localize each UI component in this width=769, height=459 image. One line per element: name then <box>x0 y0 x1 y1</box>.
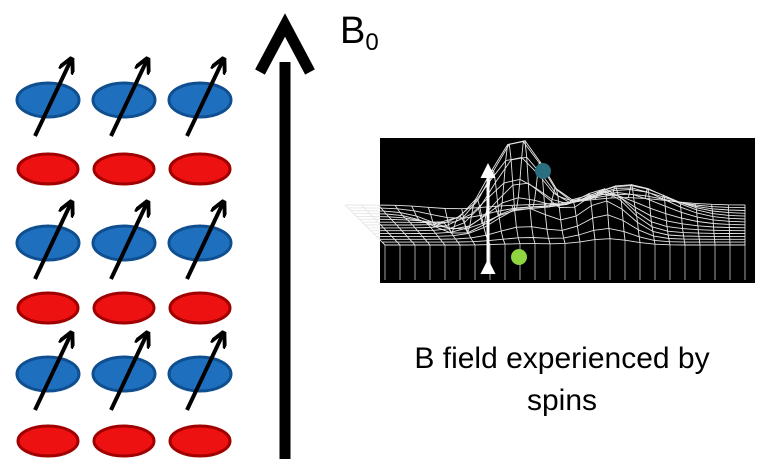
field-arrow-icon <box>255 13 315 459</box>
caption-line-2: spins <box>526 384 598 417</box>
spin-up-icon <box>91 60 157 137</box>
spin-marker-low <box>511 249 527 265</box>
spin-up-icon <box>15 334 81 411</box>
spin-up-icon <box>167 203 233 280</box>
spin-down-icon <box>168 424 232 458</box>
field-label-symbol: B <box>340 10 366 52</box>
spin-up-icon <box>15 60 81 137</box>
field-label: B0 <box>340 12 379 55</box>
spin-marker-high <box>535 163 551 179</box>
spin-down-icon <box>168 291 232 325</box>
caption-line-1: B field experienced by <box>414 342 710 375</box>
spin-down-icon <box>92 152 156 186</box>
field-landscape <box>344 138 755 283</box>
spin-up-icon <box>91 203 157 280</box>
spin-lattice <box>15 60 233 458</box>
landscape-mesh <box>344 140 746 280</box>
spin-down-icon <box>92 424 156 458</box>
spin-down-icon <box>92 291 156 325</box>
spin-down-icon <box>16 152 80 186</box>
spin-up-icon <box>91 334 157 411</box>
spin-up-icon <box>167 334 233 411</box>
spin-up-icon <box>167 60 233 137</box>
spin-down-icon <box>168 152 232 186</box>
spin-down-icon <box>16 424 80 458</box>
landscape-background <box>380 138 755 283</box>
landscape-caption: B field experienced by spins <box>372 338 752 422</box>
spin-up-icon <box>15 203 81 280</box>
spin-down-icon <box>16 291 80 325</box>
field-label-subscript: 0 <box>365 29 379 56</box>
